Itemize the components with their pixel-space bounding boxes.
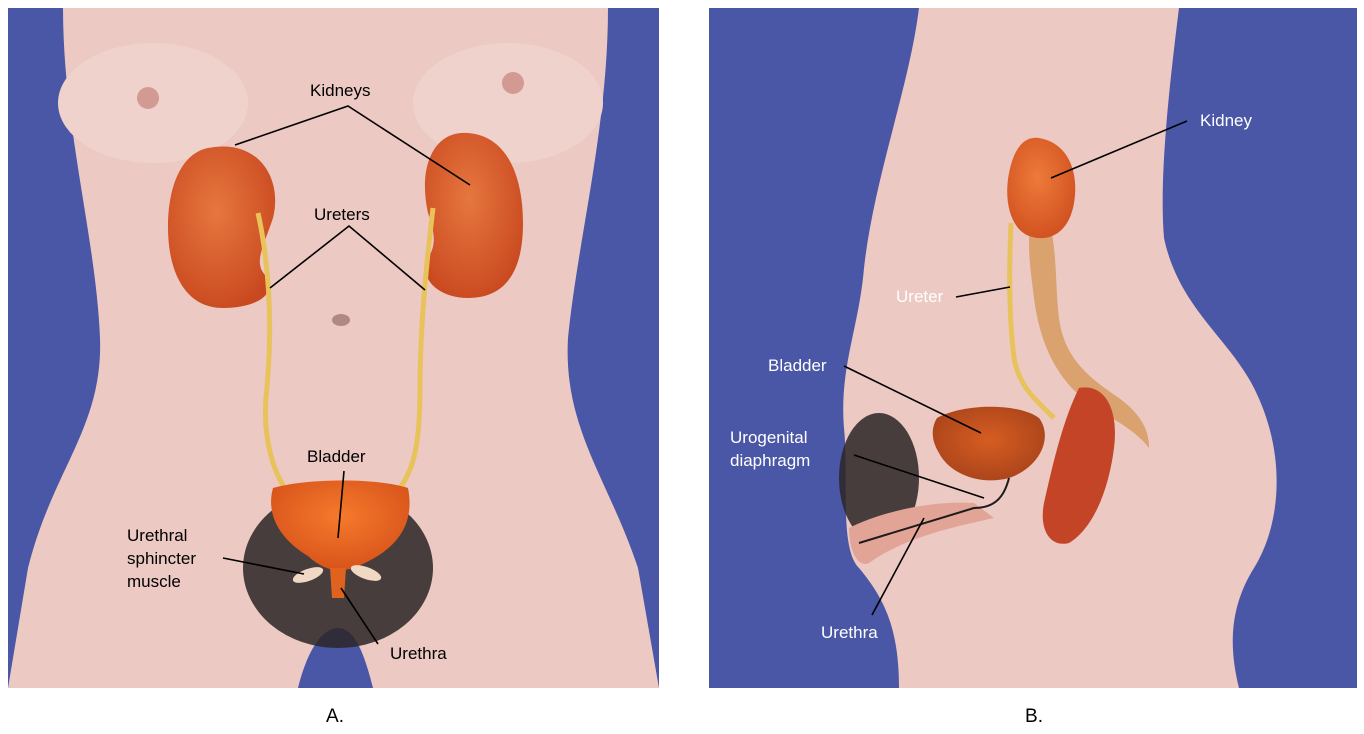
label-kidney: Kidney	[1200, 111, 1252, 130]
caption-b: B.	[1004, 706, 1064, 728]
label-diaphragm-1: Urogenital	[730, 428, 808, 447]
label-ureters: Ureters	[314, 205, 370, 224]
navel	[332, 314, 350, 326]
panel-b-side-view: Kidney Ureter Bladder Urogenital diaphra…	[709, 8, 1357, 688]
side-view-illustration: Kidney Ureter Bladder Urogenital diaphra…	[709, 8, 1357, 688]
label-ureter: Ureter	[896, 287, 944, 306]
label-urethra-side: Urethra	[821, 623, 878, 642]
label-sphincter-2: sphincter	[127, 549, 196, 568]
label-bladder-side: Bladder	[768, 356, 827, 375]
label-sphincter-1: Urethral	[127, 526, 187, 545]
front-view-illustration: Kidneys Ureters Bladder Urethral sphinct…	[8, 8, 659, 688]
label-urethra: Urethra	[390, 644, 447, 663]
nipple-left	[137, 87, 159, 109]
caption-a: A.	[305, 706, 365, 728]
label-diaphragm-2: diaphragm	[730, 451, 810, 470]
label-sphincter-3: muscle	[127, 572, 181, 591]
label-bladder: Bladder	[307, 447, 366, 466]
urethra-shape	[330, 568, 346, 598]
label-kidneys: Kidneys	[310, 81, 370, 100]
panel-a-front-view: Kidneys Ureters Bladder Urethral sphinct…	[8, 8, 659, 688]
nipple-right	[502, 72, 524, 94]
